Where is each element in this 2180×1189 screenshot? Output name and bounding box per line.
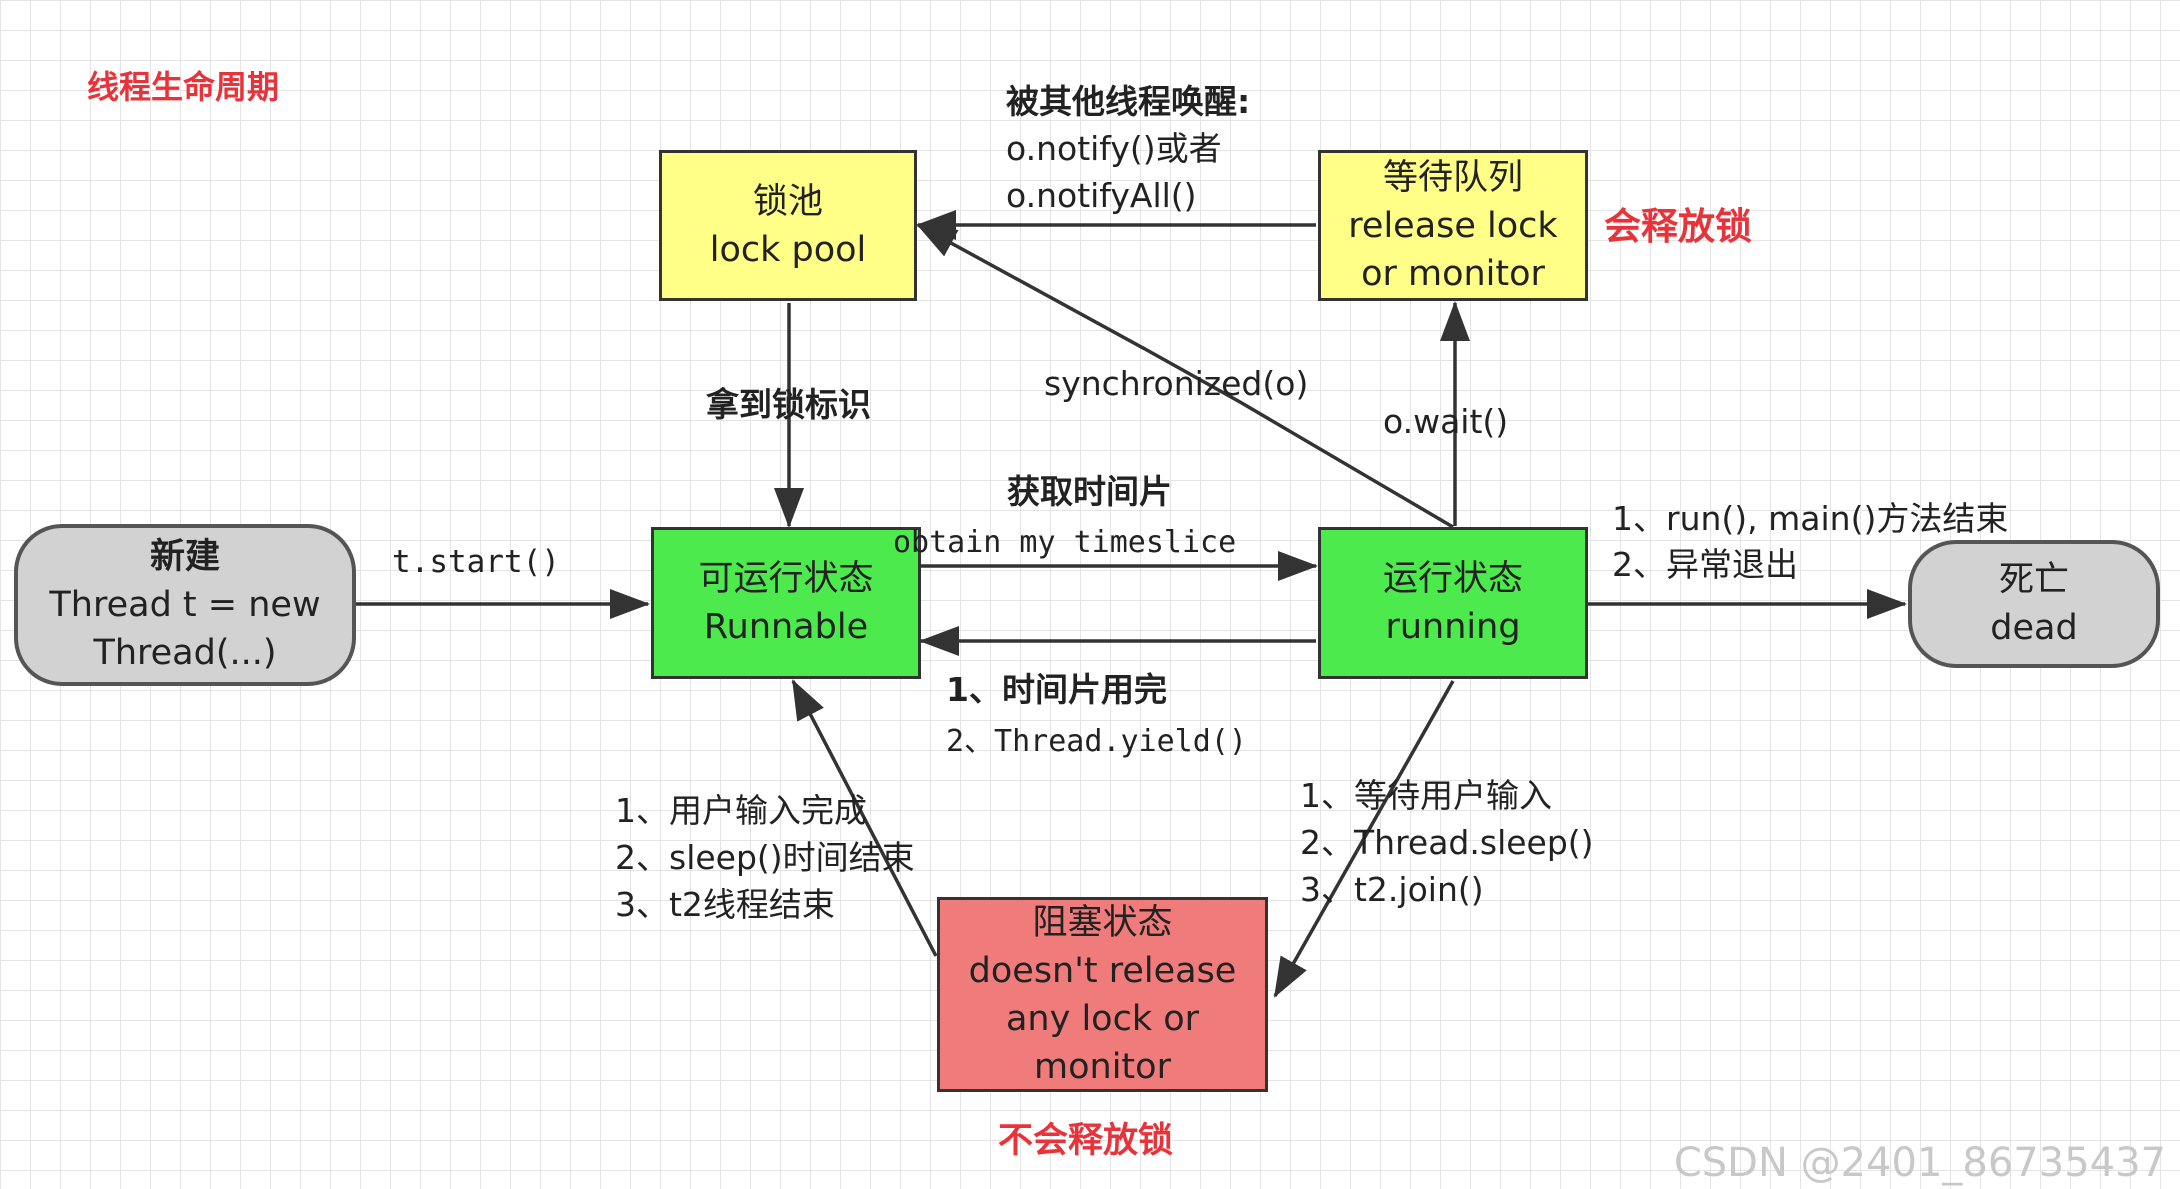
state-wait-queue-line-1: 等待队列 <box>1382 157 1523 198</box>
state-runnable-line-1: 可运行状态 <box>698 559 874 599</box>
label-get-timeslice-en: obtain my timeslice <box>893 525 1237 560</box>
label-notify-line-1: 被其他线程唤醒: <box>1006 82 1251 121</box>
state-blocked-line-4: monitor <box>1034 1046 1171 1087</box>
state-wait-queue: 等待队列 release lock or monitor <box>1318 150 1588 301</box>
state-blocked: 阻塞状态 doesn't release any lock or monitor <box>937 897 1268 1092</box>
state-blocked-line-2: doesn't release <box>968 950 1237 991</box>
label-get-lock-flag: 拿到锁标识 <box>706 385 871 424</box>
state-new-line-3: Thread(...) <box>93 633 277 673</box>
state-lock-pool-line-2: lock pool <box>709 229 867 270</box>
state-dead-line-1: 死亡 <box>1998 560 2069 600</box>
label-get-timeslice-cn: 获取时间片 <box>1007 472 1172 511</box>
state-blocked-line-1: 阻塞状态 <box>1032 902 1173 943</box>
label-end-line-2: 2、异常退出 <box>1612 545 1798 584</box>
state-wait-queue-line-3: or monitor <box>1361 253 1545 294</box>
label-timeslice-done-line-1: 1、时间片用完 <box>946 670 1167 709</box>
label-release-lock: 会释放锁 <box>1604 205 1752 248</box>
label-synchronized: synchronized(o) <box>1044 364 1309 403</box>
label-block-line-3: 3、t2.join() <box>1300 870 1484 909</box>
state-new: 新建 Thread t = new Thread(...) <box>14 524 356 686</box>
label-notify-line-3: o.notifyAll() <box>1006 176 1197 215</box>
label-notify-line-2: o.notify()或者 <box>1006 129 1222 168</box>
diagram-title: 线程生命周期 <box>87 68 280 106</box>
label-start: t.start() <box>392 544 560 580</box>
state-blocked-line-3: any lock or <box>1005 998 1200 1039</box>
state-dead: 死亡 dead <box>1908 540 2160 668</box>
label-unblock-line-1: 1、用户输入完成 <box>615 791 867 830</box>
state-runnable: 可运行状态 Runnable <box>651 527 921 679</box>
label-unblock: 1、用户输入完成 2、sleep()时间结束 3、t2线程结束 <box>615 787 915 928</box>
label-block-line-1: 1、等待用户输入 <box>1300 776 1552 815</box>
label-unblock-line-2: 2、sleep()时间结束 <box>615 838 915 877</box>
state-dead-line-2: dead <box>1990 608 2078 648</box>
state-running-line-2: running <box>1385 607 1521 647</box>
label-block-line-2: 2、Thread.sleep() <box>1300 823 1594 862</box>
state-new-line-2: Thread t = new <box>49 585 321 625</box>
arrow-blocked-to-runnable <box>791 679 938 957</box>
state-running-line-1: 运行状态 <box>1382 559 1523 599</box>
label-timeslice-done-line-2: 2、Thread.yield() <box>946 724 1247 759</box>
state-new-line-1: 新建 <box>149 537 220 577</box>
state-lock-pool-line-1: 锁池 <box>752 181 823 222</box>
label-end: 1、run(), main()方法结束 2、异常退出 <box>1612 496 2008 588</box>
arrow-running-to-blocked <box>1273 680 1455 998</box>
state-lock-pool: 锁池 lock pool <box>659 150 917 301</box>
label-end-line-1: 1、run(), main()方法结束 <box>1612 499 2009 538</box>
state-running: 运行状态 running <box>1318 527 1588 679</box>
state-runnable-line-2: Runnable <box>703 607 869 647</box>
arrow-running-to-lockpool <box>916 223 1454 529</box>
label-no-release-lock: 不会释放锁 <box>998 1121 1174 1161</box>
label-block: 1、等待用户输入 2、Thread.sleep() 3、t2.join() <box>1300 772 1594 913</box>
label-unblock-line-3: 3、t2线程结束 <box>615 885 835 924</box>
label-wait: o.wait() <box>1383 402 1509 441</box>
label-timeslice-done: 1、时间片用完 2、Thread.yield() <box>946 664 1247 768</box>
label-notify: 被其他线程唤醒: o.notify()或者 o.notifyAll() <box>1006 78 1250 219</box>
state-wait-queue-line-2: release lock <box>1348 205 1558 246</box>
watermark: CSDN @2401_86735437 <box>1673 1140 2166 1186</box>
